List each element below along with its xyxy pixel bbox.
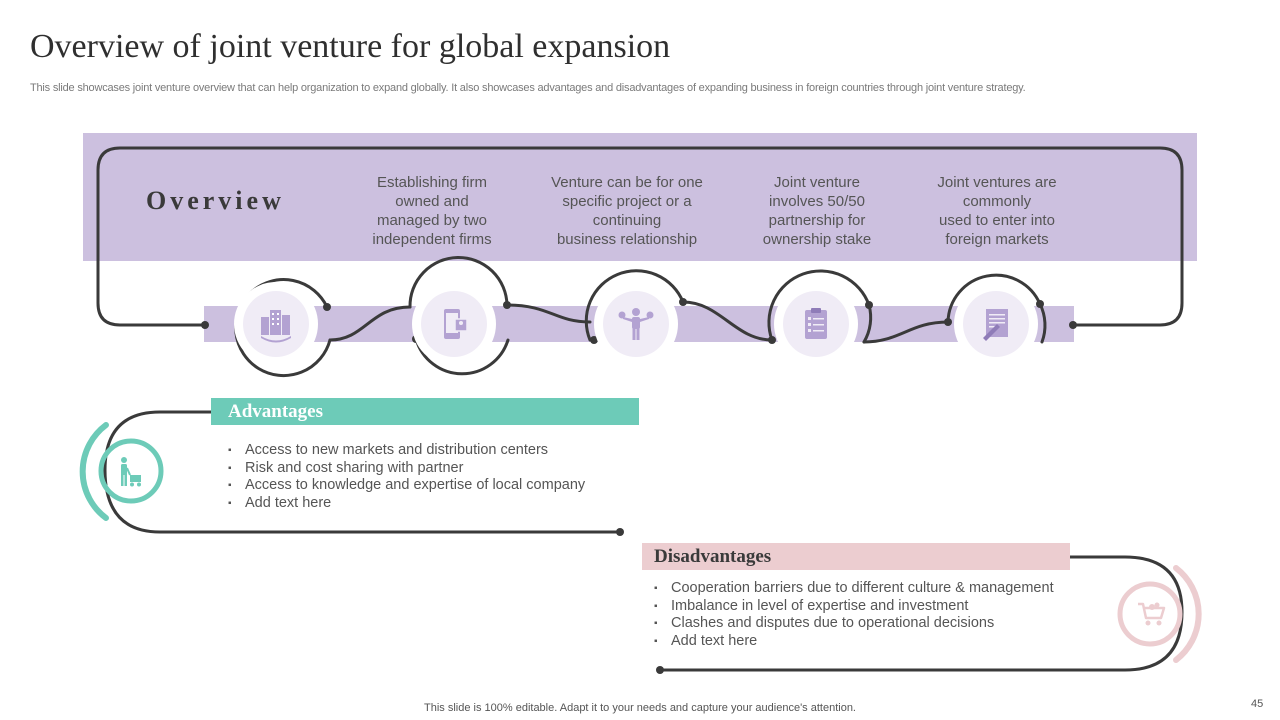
disadvantages-header-bar — [642, 543, 1070, 570]
city-buildings-icon — [261, 310, 291, 343]
advantages-title: Advantages — [228, 401, 324, 422]
person-cart-icon — [121, 457, 141, 487]
overview-circle-1 — [234, 282, 318, 366]
shopping-cart-icon — [1138, 602, 1166, 626]
overview-text-3: Joint venture involves 50/50 partnership… — [762, 174, 872, 248]
contract-pen-icon — [983, 309, 1008, 341]
mobile-document-icon — [444, 309, 468, 339]
list-item: Add text here — [654, 633, 1054, 651]
list-item: Cooperation barriers due to different cu… — [654, 580, 1054, 598]
advantages-header-bar — [211, 398, 639, 425]
checklist-clipboard-icon — [805, 308, 827, 339]
list-item: Risk and cost sharing with partner — [228, 460, 585, 478]
list-item: Imbalance in level of expertise and inve… — [654, 598, 1054, 616]
list-item: Access to new markets and distribution c… — [228, 442, 585, 460]
overview-circle-5 — [954, 282, 1038, 366]
overview-text-1: Establishing firm owned and managed by t… — [372, 174, 492, 248]
list-item: Clashes and disputes due to operational … — [654, 615, 1054, 633]
overview-circle-2 — [412, 282, 496, 366]
footer-note: This slide is 100% editable. Adapt it to… — [424, 702, 856, 714]
page-number: 45 — [1251, 698, 1264, 710]
disadvantages-title: Disadvantages — [654, 546, 772, 567]
disadvantages-list: Cooperation barriers due to different cu… — [654, 580, 1054, 651]
slide-title: Overview of joint venture for global exp… — [30, 28, 671, 65]
person-balance-icon — [618, 308, 654, 340]
slide-subtitle: This slide showcases joint venture overv… — [30, 82, 1026, 94]
list-item: Add text here — [228, 495, 585, 513]
overview-band — [83, 133, 1197, 261]
list-item: Access to knowledge and expertise of loc… — [228, 477, 585, 495]
overview-circle-3 — [594, 282, 678, 366]
advantages-list: Access to new markets and distribution c… — [228, 442, 585, 513]
overview-circle-4 — [774, 282, 858, 366]
overview-text-2: Venture can be for one specific project … — [551, 174, 703, 248]
overview-label: Overview — [146, 186, 285, 215]
overview-text-4: Joint ventures are commonly used to ente… — [937, 174, 1057, 248]
